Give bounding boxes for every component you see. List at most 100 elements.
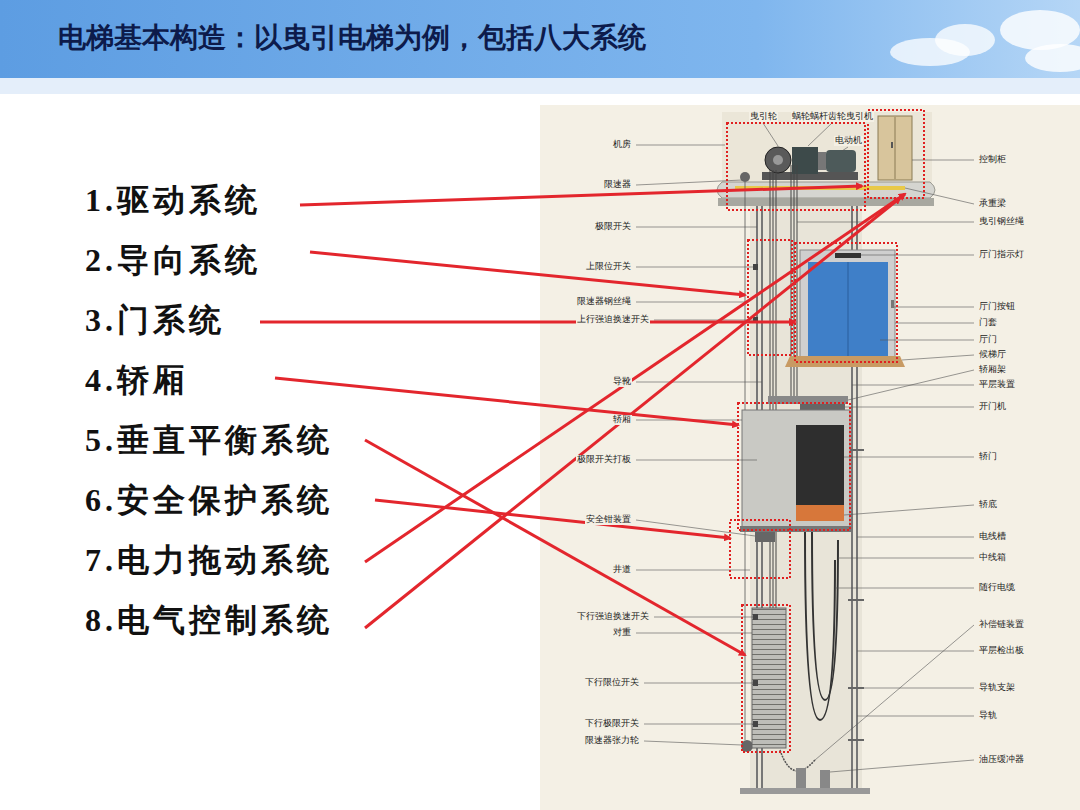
landing-door xyxy=(848,262,849,356)
title-bar xyxy=(1000,10,1080,50)
trailing-cable xyxy=(812,532,838,700)
leader-lines xyxy=(636,123,974,772)
traction-machine xyxy=(740,172,750,182)
part-label: 油压缓冲器 xyxy=(978,755,1025,765)
leader-lines xyxy=(857,537,974,538)
leader-lines xyxy=(808,123,832,146)
leader-lines xyxy=(815,625,974,760)
leader-lines xyxy=(894,307,974,308)
leader-lines xyxy=(636,302,745,303)
leader-lines xyxy=(636,570,750,571)
part-label: 下行极限开关 xyxy=(584,719,640,729)
leader-lines xyxy=(654,320,753,321)
hoistway xyxy=(848,687,864,689)
hoistway xyxy=(848,739,864,741)
part-label: 承重梁 xyxy=(978,199,1007,209)
traction-machine xyxy=(740,147,858,182)
part-label: 厅门按钮 xyxy=(978,302,1016,312)
pointer-arrow xyxy=(260,186,905,655)
leader-lines xyxy=(880,340,974,341)
elevator-car xyxy=(796,505,844,521)
title-bar xyxy=(0,78,1080,94)
leader-lines xyxy=(835,588,974,589)
leader-lines xyxy=(844,505,974,515)
elevator-car xyxy=(796,425,844,521)
leader-lines xyxy=(636,267,753,268)
part-label: 电线槽 xyxy=(978,532,1007,542)
hoistway xyxy=(740,788,870,794)
limit-switches xyxy=(753,721,758,727)
buffers xyxy=(820,770,830,788)
leader-lines xyxy=(644,724,753,725)
ropes xyxy=(773,170,774,608)
part-label: 平层装置 xyxy=(978,380,1016,390)
part-label: 井道 xyxy=(612,565,632,575)
leader-lines xyxy=(912,160,974,161)
pointer-arrow xyxy=(310,252,745,295)
leader-lines xyxy=(636,145,725,146)
leader-lines xyxy=(857,716,974,717)
system-outline-box xyxy=(795,243,897,362)
system-outline-box xyxy=(727,123,865,210)
part-label: 候梯厅 xyxy=(978,350,1007,360)
leader-lines xyxy=(844,457,974,458)
part-label: 曳引钢丝绳 xyxy=(978,217,1025,227)
leader-lines xyxy=(644,683,753,684)
part-label: 厅门指示灯 xyxy=(978,250,1025,260)
control-cabinet xyxy=(891,142,893,148)
landing-door xyxy=(835,253,861,258)
part-label: 电动机 xyxy=(834,136,863,146)
control-cabinet xyxy=(878,116,912,180)
slide-title: 电梯基本构造：以曳引电梯为例，包括八大系统 xyxy=(58,21,646,55)
part-label: 门套 xyxy=(978,318,998,328)
leader-lines xyxy=(842,147,848,151)
system-list-item: 3.门系统 xyxy=(85,301,225,339)
system-outline-box xyxy=(742,605,790,752)
limit-switches xyxy=(753,680,758,686)
traction-machine xyxy=(818,152,826,170)
system-outline-box xyxy=(730,520,790,578)
system-outline-box xyxy=(727,110,924,752)
landing-door xyxy=(891,300,894,308)
limit-switches xyxy=(753,264,758,727)
leader-lines xyxy=(636,633,752,634)
part-label: 下行限位开关 xyxy=(584,678,640,688)
system-outline-box xyxy=(868,110,924,198)
traction-machine xyxy=(826,150,856,172)
part-label: 导轨支架 xyxy=(978,683,1016,693)
limit-switches xyxy=(753,614,758,620)
part-label: 极限开关打板 xyxy=(576,455,632,465)
trailing-cable xyxy=(780,750,815,771)
leader-lines xyxy=(830,760,974,772)
traction-machine xyxy=(792,147,818,174)
part-label: 限速器钢丝绳 xyxy=(576,297,632,307)
limit-switches xyxy=(753,264,758,270)
part-label: 限速器 xyxy=(603,180,632,190)
leader-lines xyxy=(861,255,974,256)
leader-lines xyxy=(852,385,974,386)
part-label: 控制柜 xyxy=(978,155,1007,165)
pointer-arrow xyxy=(365,198,900,628)
leader-lines xyxy=(895,323,974,324)
part-label: 限速器张力轮 xyxy=(584,736,640,746)
leader-lines xyxy=(644,741,742,745)
part-label: 机房 xyxy=(612,140,632,150)
elevator-car xyxy=(740,396,852,542)
control-cabinet xyxy=(878,116,912,180)
part-label: 极限开关 xyxy=(594,222,632,232)
machine-room xyxy=(718,198,934,206)
trailing-cable xyxy=(780,532,838,771)
pointer-arrow xyxy=(365,194,905,562)
part-label: 轿底 xyxy=(978,500,998,510)
part-label: 轿厢架 xyxy=(978,365,1007,375)
system-list-item: 4.轿厢 xyxy=(85,361,189,399)
leader-lines xyxy=(857,651,974,652)
leader-lines xyxy=(902,355,974,360)
elevator-car xyxy=(755,532,775,542)
leader-lines xyxy=(848,370,974,400)
part-label: 平层检出板 xyxy=(978,646,1025,656)
leader-lines xyxy=(654,617,753,618)
leader-lines xyxy=(763,123,778,146)
